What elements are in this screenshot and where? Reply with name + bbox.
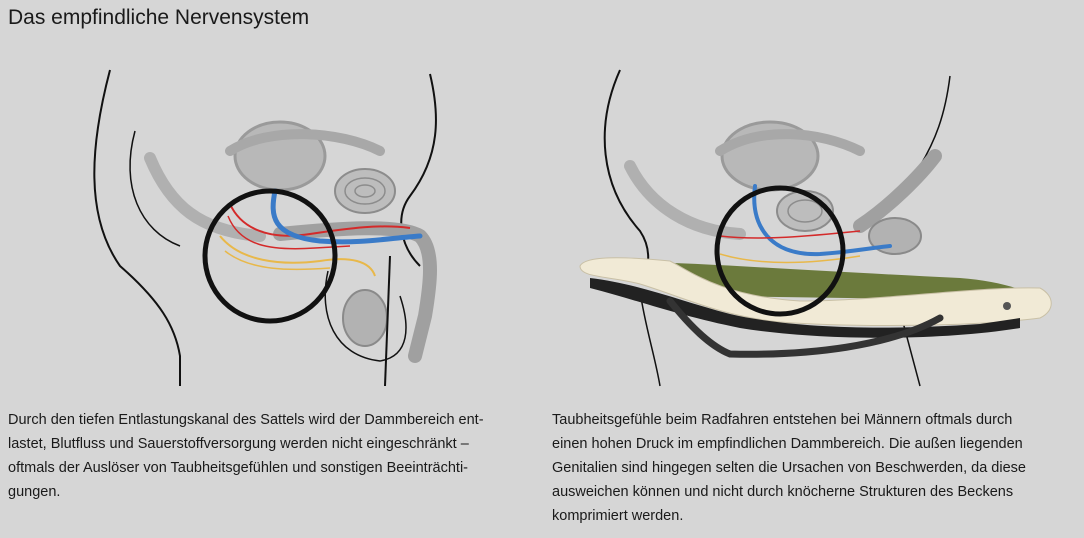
nerve-yellow-2: [224, 250, 331, 271]
scrotum-outline: [324, 270, 407, 362]
caption-line: Durch den tiefen Entlastungskanal des Sa…: [8, 412, 484, 428]
nerve-blue: [270, 188, 423, 245]
page-title: Das empfindliche Nervensystem: [8, 6, 310, 29]
body-outline-back: [93, 69, 181, 386]
anatomy-illustration-left: [80, 56, 480, 396]
caption-line: Taubheitsgefühle beim Radfahren entstehe…: [552, 412, 1013, 428]
saddle-illustration-right: [560, 56, 1060, 396]
prostate-shape: [776, 190, 834, 232]
pelvic-bone: [225, 129, 385, 156]
nerve-blue: [752, 184, 892, 257]
body-outline-leg: [129, 130, 181, 247]
testicle-shape: [342, 289, 388, 347]
nerve-yellow: [719, 253, 861, 264]
vessel-red-2: [227, 215, 351, 250]
caption-line: einen hohen Druck im empfindlichen Dammb…: [552, 436, 1023, 452]
saddle-rail: [666, 297, 944, 358]
vessel-red: [229, 203, 411, 237]
focus-circle: [714, 185, 846, 317]
nerve-yellow: [219, 235, 376, 277]
focus-circle: [202, 188, 338, 324]
pelvic-bone: [715, 129, 865, 156]
saddle-cream-pad: [579, 257, 1052, 326]
spine-shape: [624, 160, 746, 240]
caption-line: Genitalien sind hingegen selten die Ursa…: [552, 460, 1026, 476]
caption-left: Durch den tiefen Entlastungskanal des Sa…: [8, 408, 536, 504]
caption-line: ausweichen können und nicht durch knöche…: [552, 484, 1014, 500]
saddle-diagram-right: [579, 69, 1052, 387]
body-outline-front: [400, 73, 437, 267]
saddle-bolt: [1003, 302, 1011, 310]
caption-line: lastet, Blutfluss und Sauerstoffversorgu…: [8, 436, 469, 452]
caption-line: gungen.: [8, 484, 61, 500]
caption-line: komprimiert werden.: [552, 508, 684, 524]
prostate-shape: [334, 168, 396, 214]
anatomy-diagram-left: [93, 69, 437, 387]
caption-right: Taubheitsgefühle beim Radfahren entstehe…: [552, 408, 1082, 528]
body-outline-back: [603, 69, 650, 277]
leg-line: [384, 255, 391, 387]
vessel-red: [719, 230, 861, 239]
caption-line: oftmals der Auslöser von Taubheitsgefühl…: [8, 460, 468, 476]
genital-shape: [853, 149, 942, 233]
